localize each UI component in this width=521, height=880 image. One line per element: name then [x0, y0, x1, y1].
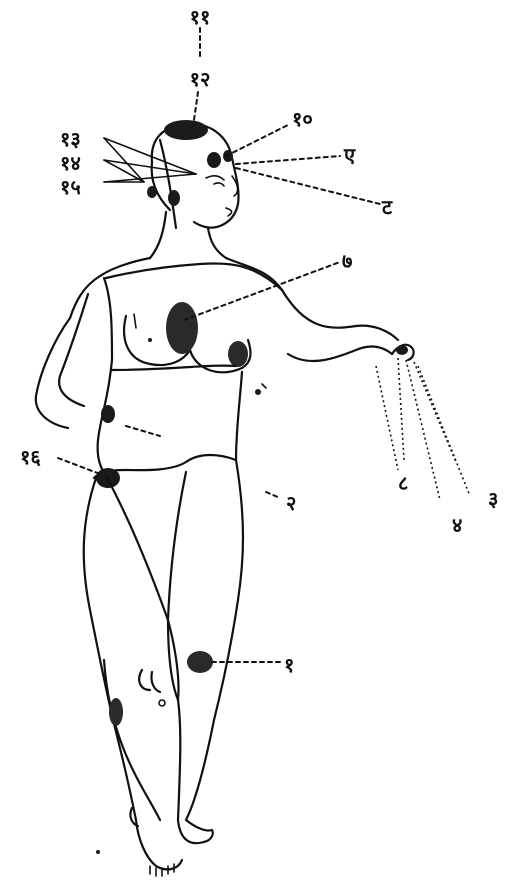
label-chest: ७ — [342, 249, 352, 273]
left-arm — [36, 294, 88, 428]
label-hand-1: ८ — [398, 471, 408, 495]
label-hand-2: ४ — [452, 513, 462, 537]
crown-mark — [164, 120, 208, 140]
right-arm — [282, 290, 414, 361]
label-hip-left: १६ — [20, 445, 41, 469]
knee-mark — [187, 651, 213, 673]
label-head-right-1: १० — [292, 107, 313, 131]
thigh-mark — [109, 698, 123, 726]
cheek-mark — [168, 190, 180, 206]
label-head-left-3: १५ — [60, 175, 81, 199]
label-knee: १ — [284, 653, 294, 677]
label-head-right-2: ए — [343, 143, 356, 167]
label-top-a: ११ — [190, 5, 211, 29]
chest-mark — [166, 302, 198, 354]
legs — [84, 460, 243, 876]
label-top-b: १२ — [190, 67, 211, 91]
labels: ११ १२ १३ १४ १५ १० ए ट ७ १६ २ १ ८ ४ ३ — [20, 5, 498, 677]
label-head-right-3: ट — [381, 195, 393, 219]
breast-mark — [228, 341, 248, 367]
temple-mark — [207, 152, 221, 168]
waist-mark — [101, 405, 115, 423]
torso — [70, 212, 282, 488]
label-hand-3: ३ — [488, 487, 498, 511]
label-head-left-1: १३ — [60, 127, 81, 151]
label-waist-right: २ — [286, 491, 296, 515]
ear-mark — [147, 186, 157, 198]
label-head-left-2: १४ — [60, 151, 81, 175]
